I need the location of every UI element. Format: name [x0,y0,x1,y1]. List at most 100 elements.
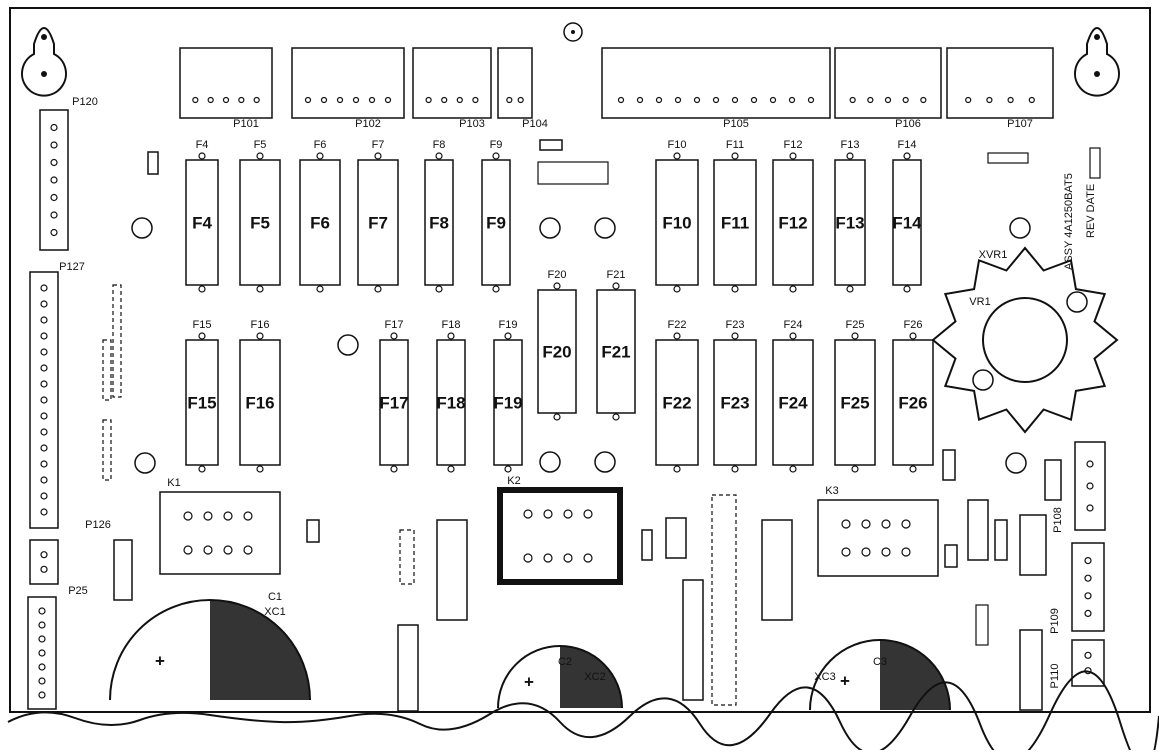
capacitor-shading [560,646,622,708]
fuse-pin [789,465,797,473]
fuse-holder-f26 [892,339,934,466]
jumper-block [112,284,122,398]
tooling-hole [539,451,561,473]
connector-pin [40,444,48,452]
relay-pin [901,519,911,529]
polarity-mark: + [524,672,534,691]
component-r10 [1019,514,1047,576]
connector-label: P108 [1052,507,1064,533]
heatsink-label: XVR1 [979,249,1008,261]
relay-k3 [817,499,939,577]
regulator-mount-hole [972,369,994,391]
connector-pin [40,508,48,516]
fuse-label: F8 [429,214,449,233]
fuse-pin [789,152,797,160]
connector-pin [304,96,312,104]
fuse-pin [198,152,206,160]
capacitor-label: C1 [268,591,282,603]
connector-p127 [29,271,59,529]
connector-pin [40,380,48,388]
polarity-mark: + [840,672,850,691]
connector-pin [731,96,739,104]
connector-pin [38,621,46,629]
component-r7 [942,449,956,481]
relay-pin [243,511,253,521]
fuse-label: F4 [192,214,212,233]
connector-p120 [39,109,69,251]
relay-pin [243,545,253,555]
rev-box [1089,147,1101,179]
connector-p25 [27,596,57,710]
connector-pin [253,96,260,104]
fuse-silk-label: F5 [254,139,267,151]
connector-pin [336,96,344,104]
component-d4 [975,604,989,646]
connector-pin [902,96,909,104]
component-p7 [967,499,989,561]
component-db4 [1019,629,1043,711]
fuse-pin [198,465,206,473]
fuse-pin [673,152,681,160]
fuse-holder-f6 [299,159,341,286]
connector-pin [40,332,48,340]
connector-p126 [29,539,59,585]
connector-pin [1086,504,1094,512]
relay-label: K1 [167,477,180,489]
connector-pin [636,96,644,104]
relay-pin [523,509,533,519]
fuse-pin [374,152,382,160]
fuse-pin [789,332,797,340]
fuse-pin [673,465,681,473]
jumper-j14 [987,152,1029,164]
fuse-silk-label: F15 [193,319,212,331]
relay-pin [881,519,891,529]
connector-pin [38,691,46,699]
connector-pin [40,300,48,308]
fuse-silk-label: F24 [784,319,803,331]
fuse-pin [256,152,264,160]
fuse-pin [435,152,443,160]
connector-label: P25 [68,585,88,597]
component-r9 [994,519,1008,561]
connector-pin [655,96,663,104]
connector-pin [50,228,58,237]
regulator-label: VR1 [969,296,990,308]
component-r6 [641,529,653,561]
connector-label: P126 [85,519,111,531]
connector-pin [50,158,58,167]
relay-pin [861,519,871,529]
fuse-silk-label: F21 [607,269,626,281]
relay-pin [901,547,911,557]
fuse-silk-label: F19 [499,319,518,331]
mounting-hole-pin [1094,71,1100,77]
connector-pin [368,96,376,104]
fuse-pin [316,285,324,293]
fuse-pin [553,282,561,290]
fuse-holder-f17 [379,339,409,466]
mounting-hole-pin [41,34,47,40]
capacitor-ref: XC2 [584,671,605,683]
fuse-label: F15 [187,394,216,413]
connector-pin [674,96,682,104]
connector-pin [693,96,701,104]
connector-pin [1084,609,1092,618]
relay-k2 [497,487,623,585]
fuse-pin [851,465,859,473]
regulator-mount-hole [1066,291,1088,313]
capacitor-ref: XC3 [814,671,835,683]
fuse-pin [673,332,681,340]
connector-pin [38,677,46,685]
connector-pin [40,316,48,324]
component-d1 [306,519,320,543]
tooling-hole [1009,217,1031,239]
component-d5 [944,544,958,568]
small-components [102,139,1101,712]
fuse-pin [256,285,264,293]
fuse-silk-label: F11 [726,139,744,151]
fuse-pin [504,465,512,473]
connector-pin [38,635,46,643]
connector-pin [1086,460,1094,468]
header-block [537,161,609,185]
